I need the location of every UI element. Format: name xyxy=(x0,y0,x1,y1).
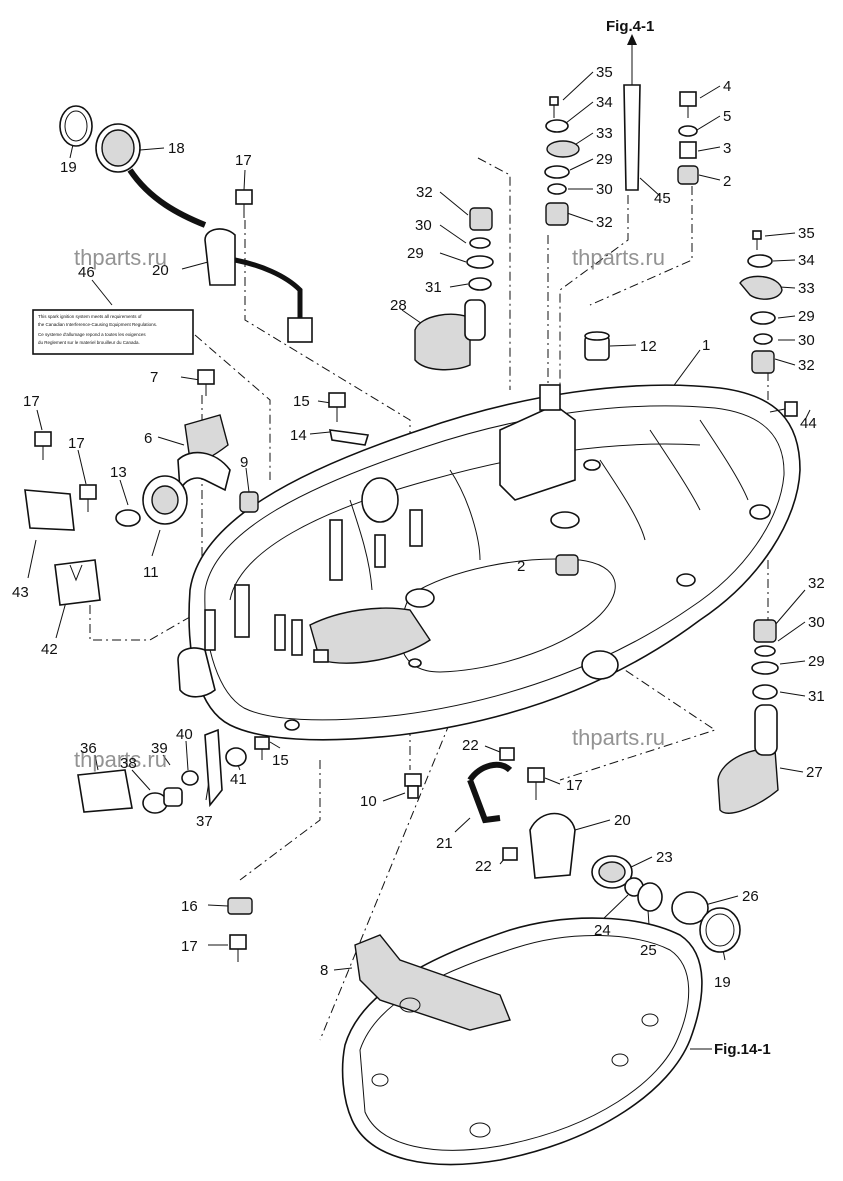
callout-17: 17 xyxy=(181,938,198,955)
callout-26: 26 xyxy=(742,888,759,905)
callout-33: 33 xyxy=(798,280,815,297)
callout-1: 1 xyxy=(702,337,710,354)
right-upper-mount-parts xyxy=(739,230,798,417)
callout-31: 31 xyxy=(425,279,442,296)
top-center-mount-parts xyxy=(544,34,641,226)
callout-20: 20 xyxy=(152,262,169,279)
callout-5: 5 xyxy=(723,108,731,125)
callout-21: 21 xyxy=(436,835,453,852)
left-middle-parts xyxy=(24,369,370,606)
callout-20: 20 xyxy=(614,812,631,829)
callout-29: 29 xyxy=(798,308,815,325)
watermark-3: thparts.ru xyxy=(74,747,167,772)
callout-10: 10 xyxy=(360,793,377,810)
callout-17: 17 xyxy=(23,393,40,410)
callout-29: 29 xyxy=(407,245,424,262)
callout-18: 18 xyxy=(168,140,185,157)
callout-4: 4 xyxy=(723,78,731,95)
callout-36: 36 xyxy=(80,740,97,757)
callout-22: 22 xyxy=(462,737,479,754)
callout-43: 43 xyxy=(12,584,29,601)
callout-17: 17 xyxy=(235,152,252,169)
callout-17: 17 xyxy=(68,435,85,452)
callout-8: 8 xyxy=(320,962,328,979)
callout-35: 35 xyxy=(798,225,815,242)
callout-19: 19 xyxy=(714,974,731,991)
right-lower-mount-parts xyxy=(717,619,779,814)
watermark-2: thparts.ru xyxy=(572,245,665,270)
decal-line-4: du Reglement sur le materiel brouilleur … xyxy=(38,340,140,345)
callout-16: 16 xyxy=(181,898,198,915)
callout-35: 35 xyxy=(596,64,613,81)
callout-23: 23 xyxy=(656,849,673,866)
decal-line-1: This spark ignition system meets all req… xyxy=(38,314,142,319)
callout-32: 32 xyxy=(596,214,613,231)
callout-24: 24 xyxy=(594,922,611,939)
callout-30: 30 xyxy=(808,614,825,631)
callout-15: 15 xyxy=(272,752,289,769)
callout-46: 46 xyxy=(78,264,95,281)
fig-ref-bottom: Fig.14-1 xyxy=(714,1041,771,1058)
callout-41: 41 xyxy=(230,771,247,788)
callout-28: 28 xyxy=(390,297,407,314)
callout-2: 2 xyxy=(723,173,731,190)
callout-17: 17 xyxy=(566,777,583,794)
callout-12: 12 xyxy=(640,338,657,355)
callout-39: 39 xyxy=(151,740,168,757)
callout-30: 30 xyxy=(798,332,815,349)
callout-37: 37 xyxy=(196,813,213,830)
decal-line-2: the Canadian Interference-Causing Equipm… xyxy=(38,322,157,327)
callout-7: 7 xyxy=(150,369,158,386)
callout-30: 30 xyxy=(415,217,432,234)
top-right-mount-parts xyxy=(677,91,699,185)
callout-15: 15 xyxy=(293,393,310,410)
callout-33: 33 xyxy=(596,125,613,142)
callout-14: 14 xyxy=(290,427,307,444)
callout-3: 3 xyxy=(723,140,731,157)
callout-45: 45 xyxy=(654,190,671,207)
decal-line-3: Ce systeme d'allumage repond a toutes le… xyxy=(38,332,146,337)
lever-parts xyxy=(77,728,270,814)
callout-13: 13 xyxy=(110,464,127,481)
callout-labels: 1 2 2 3 4 5 6 7 8 9 10 11 13 12 14 15 15… xyxy=(12,64,825,991)
decal-46: This spark ignition system meets all req… xyxy=(32,309,194,355)
callout-30: 30 xyxy=(596,181,613,198)
callout-27: 27 xyxy=(806,764,823,781)
grommet-2-center xyxy=(555,554,579,576)
watermark-1: thparts.ru xyxy=(74,245,167,270)
fig-ref-top: Fig.4-1 xyxy=(606,18,654,35)
grommet-12 xyxy=(584,331,610,361)
callout-32: 32 xyxy=(798,357,815,374)
upper-left-parts xyxy=(59,105,313,343)
bottom-left-parts xyxy=(227,897,253,962)
callout-6: 6 xyxy=(144,430,152,447)
callout-2: 2 xyxy=(517,558,525,575)
lower-cover xyxy=(177,384,801,741)
callout-34: 34 xyxy=(798,252,815,269)
callout-38: 38 xyxy=(120,755,137,772)
callout-29: 29 xyxy=(596,151,613,168)
callout-40: 40 xyxy=(176,726,193,743)
callout-32: 32 xyxy=(808,575,825,592)
callout-25: 25 xyxy=(640,942,657,959)
watermark-4: thparts.ru xyxy=(572,725,665,750)
callout-32: 32 xyxy=(416,184,433,201)
callout-9: 9 xyxy=(240,454,248,471)
callout-22: 22 xyxy=(475,858,492,875)
lower-middle-parts xyxy=(467,747,741,953)
leader-lines xyxy=(27,71,811,1050)
screw-10 xyxy=(404,773,422,799)
callout-11: 11 xyxy=(143,564,159,581)
callout-44: 44 xyxy=(800,415,817,432)
callout-19: 19 xyxy=(60,159,77,176)
left-upper-mount-parts xyxy=(414,207,494,371)
callout-31: 31 xyxy=(808,688,825,705)
bottom-plate-assembly xyxy=(341,917,703,1166)
callout-34: 34 xyxy=(596,94,613,111)
callout-42: 42 xyxy=(41,641,58,658)
callout-29: 29 xyxy=(808,653,825,670)
